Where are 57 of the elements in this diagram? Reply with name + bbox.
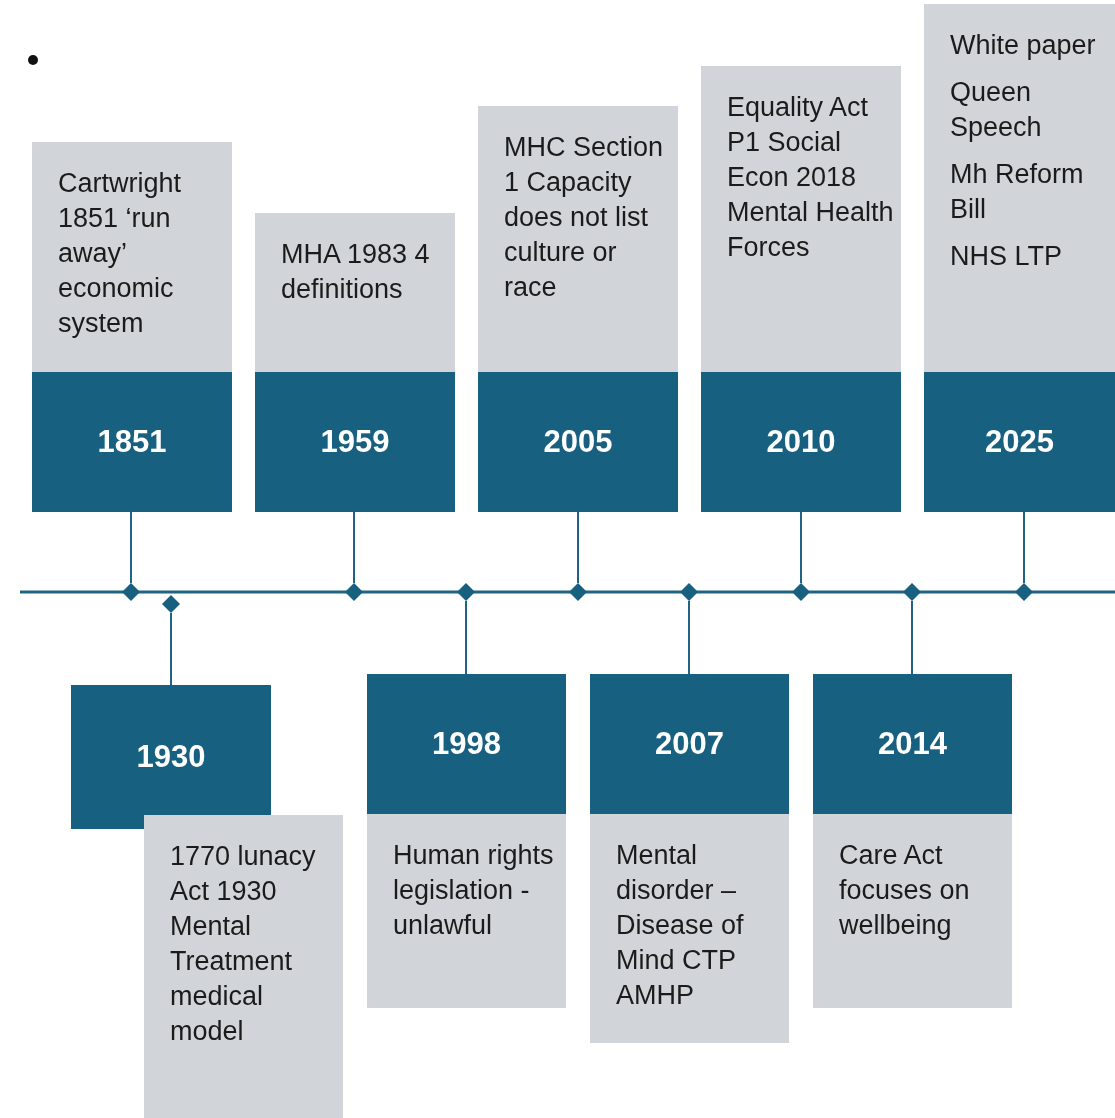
year-box [32, 372, 232, 512]
connector-line [577, 511, 579, 584]
timeline-diamond [457, 583, 475, 601]
year-box [478, 372, 678, 512]
year-label: 1959 [320, 424, 390, 460]
event-card [32, 142, 232, 372]
event-description: Care Act focuses on wellbeing [839, 839, 971, 942]
timeline-diamond [903, 583, 921, 601]
year-box [367, 674, 566, 814]
timeline-diamond [162, 595, 180, 613]
event-card [924, 4, 1115, 372]
year-label: 2010 [766, 424, 836, 460]
year-box [71, 685, 271, 829]
event-description: Queen Speech [950, 76, 1043, 144]
year-box [255, 372, 455, 512]
connector-line [911, 600, 913, 675]
event-description: MHA 1983 4 definitions [281, 238, 431, 306]
event-card [590, 814, 789, 1043]
event-description: White paper [950, 29, 1097, 62]
year-label: 1851 [97, 424, 167, 460]
event-card [701, 66, 901, 372]
event-description: MHC Section 1 Capacity does not list culture or race [504, 131, 665, 304]
timeline-diamond [569, 583, 587, 601]
event-card [478, 106, 678, 372]
event-description: Cartwright 1851 ‘run away’ economic system [58, 167, 183, 340]
event-card [813, 814, 1012, 1008]
year-label: 2014 [878, 726, 947, 762]
year-label: 2007 [655, 726, 724, 762]
event-description: Mh Reform Bill [950, 158, 1085, 226]
connector-line [465, 600, 467, 675]
event-card [144, 815, 343, 1118]
event-description: Human rights legislation -unlawful [393, 839, 555, 942]
event-description: Mental disorder – Disease of Mind CTP AMHP [616, 839, 745, 1012]
connector-line [1023, 511, 1025, 584]
timeline-diamond [1015, 583, 1033, 601]
connector-line [688, 600, 690, 675]
timeline-diamond [680, 583, 698, 601]
event-description: NHS LTP [950, 240, 1064, 273]
year-label: 2005 [543, 424, 613, 460]
timeline-diamond [345, 583, 363, 601]
year-label: 2025 [985, 424, 1054, 460]
year-box [701, 372, 901, 512]
connector-line [353, 511, 355, 584]
event-description: 1770 lunacy Act 1930 Mental Treatment medical model [170, 840, 317, 1048]
year-box [924, 372, 1115, 512]
connector-line [800, 511, 802, 584]
year-box [813, 674, 1012, 814]
timeline-diamond [792, 583, 810, 601]
year-box [590, 674, 789, 814]
event-description: Equality Act P1 Social Econ 2018 Mental Health Forces [727, 91, 895, 264]
timeline-diamond [122, 583, 140, 601]
connector-line [130, 511, 132, 584]
event-card [367, 814, 566, 1008]
year-label: 1930 [136, 739, 206, 775]
connector-line [170, 612, 172, 686]
year-label: 1998 [432, 726, 501, 762]
event-card [255, 213, 455, 372]
